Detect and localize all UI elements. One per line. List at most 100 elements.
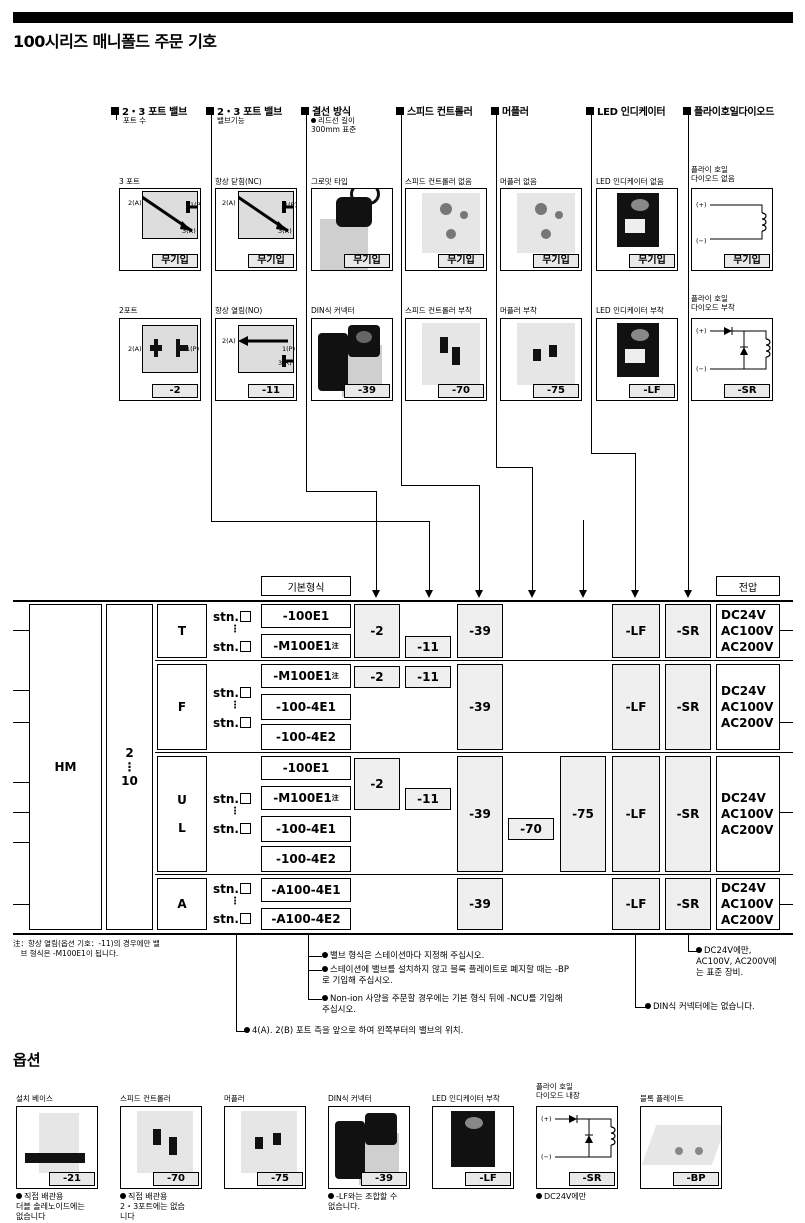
model-cell: -100E1 bbox=[261, 756, 351, 780]
stn-ul-1[interactable]: stn. bbox=[213, 792, 251, 806]
code-no-diode: 무기입 bbox=[724, 254, 770, 268]
code-3port: 무기입 bbox=[152, 254, 198, 268]
plus-terminal: (+) bbox=[696, 327, 707, 335]
code-din: -39 bbox=[344, 384, 390, 398]
option-code-diode: -SR bbox=[569, 1172, 615, 1186]
card-led: -LF bbox=[596, 318, 678, 401]
code-sr-cell: -SR bbox=[665, 664, 711, 750]
code-lf-cell: -LF bbox=[612, 756, 660, 872]
option-code-speed: -70 bbox=[153, 1172, 199, 1186]
code-lf-cell: -LF bbox=[612, 664, 660, 750]
coil-symbol bbox=[710, 204, 767, 240]
valve-3port-symbol bbox=[142, 195, 198, 233]
caption-no-muffler: 머플러 없음 bbox=[500, 177, 537, 186]
card-no-diode: (+) (−) 무기입 bbox=[691, 188, 773, 271]
model-cell: -A100-4E2 bbox=[261, 908, 351, 930]
caption-nc: 항상 닫힘(NC) bbox=[215, 177, 262, 186]
stn-ul-2[interactable]: stn. bbox=[213, 822, 251, 836]
option-card-led: -LF bbox=[432, 1106, 514, 1189]
code-speed: -70 bbox=[438, 384, 484, 398]
option-note-base: 직접 배관용 더블 솔레노이드에는 없습니다 bbox=[16, 1192, 85, 1221]
model-cell: -100-4E1 bbox=[261, 816, 351, 842]
port-p-label: 1(P) bbox=[190, 201, 201, 209]
page-title: 100시리즈 매니폴드 주문 기호 bbox=[13, 32, 217, 51]
stn-f-2[interactable]: stn. bbox=[213, 716, 251, 730]
option-code-block: -BP bbox=[673, 1172, 719, 1186]
stn-f-1[interactable]: stn. bbox=[213, 686, 251, 700]
footnote: 注：항상 열림(옵션 기호：-11)의 경우에만 밸 브 형식은 -M100E1… bbox=[13, 939, 160, 958]
note-3: Non-ion 사양을 주문할 경우에는 기본 형식 뒤에 -NCU를 기입해 … bbox=[322, 994, 563, 1015]
plus-terminal: (+) bbox=[541, 1115, 552, 1123]
code-no: -11 bbox=[248, 384, 294, 398]
option-code-din: -39 bbox=[361, 1172, 407, 1186]
option-note-din: -LF와는 조합할 수 없습니다. bbox=[328, 1192, 398, 1211]
minus-terminal: (−) bbox=[541, 1153, 552, 1161]
group-a: A bbox=[157, 878, 207, 930]
note-5: DIN식 커넥터에는 없습니다. bbox=[645, 1002, 755, 1013]
caption-led: LED 인디케이터 부착 bbox=[596, 306, 664, 315]
header-port-count: 2・3 포트 밸브 bbox=[111, 103, 187, 118]
option-note-speed: 직접 배관용 2・3포트에는 없습 니다 bbox=[120, 1192, 185, 1221]
card-no-muffler: 무기입 bbox=[500, 188, 582, 271]
plus-terminal: (+) bbox=[696, 201, 707, 209]
code-grommet: 무기입 bbox=[344, 254, 390, 268]
model-cell: -100-4E2 bbox=[261, 724, 351, 750]
group-f: F bbox=[157, 664, 207, 750]
port-r-label: 3(R) bbox=[278, 359, 292, 367]
port-a-label: 2(A) bbox=[128, 345, 142, 353]
caption-no: 항상 열림(NO) bbox=[215, 306, 263, 315]
card-muffler: -75 bbox=[500, 318, 582, 401]
stations-cell: 2 ⋮ 10 bbox=[106, 604, 153, 930]
card-diode: (+) (−) -SR bbox=[691, 318, 773, 401]
valve-nc-symbol bbox=[238, 195, 294, 233]
port-p-label: 1(P) bbox=[284, 201, 297, 209]
port-p-label: 1(P) bbox=[282, 345, 296, 353]
voltage-label: 전압 bbox=[716, 576, 780, 596]
note-4: 4(A). 2(B) 포트 측을 앞으로 하여 왼쪽부터의 밸브의 위치. bbox=[244, 1026, 463, 1037]
option-note-diode: DC24V에만 bbox=[536, 1192, 586, 1202]
caption-grommet: 그로밋 타입 bbox=[311, 177, 348, 186]
option-card-block: -BP bbox=[640, 1106, 722, 1189]
valve-no-symbol bbox=[238, 336, 294, 367]
code-70-cell: -70 bbox=[508, 818, 554, 840]
code-2port: -2 bbox=[152, 384, 198, 398]
note-2: 스테이션에 밸브를 설치하지 않고 블록 플레이트로 폐지할 때는 -BP 로 … bbox=[322, 965, 569, 986]
option-card-din: -39 bbox=[328, 1106, 410, 1189]
option-card-diode: (+) (−) -SR bbox=[536, 1106, 618, 1189]
minus-terminal: (−) bbox=[696, 365, 707, 373]
stn-a-1[interactable]: stn. bbox=[213, 882, 251, 896]
port-a-label: 2(A) bbox=[128, 199, 142, 207]
code-2-cell: -2 bbox=[354, 758, 400, 810]
model-cell: -100E1 bbox=[261, 604, 351, 628]
card-din: -39 bbox=[311, 318, 393, 401]
caption-speed: 스피드 컨트롤러 부착 bbox=[405, 306, 472, 315]
group-t: T bbox=[157, 604, 207, 658]
header-valve-function: 2・3 포트 밸브 bbox=[206, 103, 282, 118]
code-no-muffler: 무기입 bbox=[533, 254, 579, 268]
stn-a-2[interactable]: stn. bbox=[213, 912, 251, 926]
caption-muffler: 머플러 부착 bbox=[500, 306, 537, 315]
port-r-label: 3(R) bbox=[278, 227, 292, 235]
caption-no-speed: 스피드 컨트롤러 없음 bbox=[405, 177, 472, 186]
code-2-cell: -2 bbox=[354, 604, 400, 658]
card-no: 2(A) 1(P) 3(R) -11 bbox=[215, 318, 297, 401]
model-cell: -A100-4E1 bbox=[261, 878, 351, 902]
port-a-label: 2(A) bbox=[222, 199, 236, 207]
option-caption-speed: 스피드 컨트롤러 bbox=[120, 1094, 171, 1103]
code-75-cell: -75 bbox=[560, 756, 606, 872]
caption-no-diode: 플라이 호일 다이오드 없음 bbox=[691, 165, 735, 183]
stn-t-1[interactable]: stn. bbox=[213, 610, 251, 624]
code-diode: -SR bbox=[724, 384, 770, 398]
header-led: LED 인디케이터 bbox=[586, 103, 666, 118]
code-lf-cell: -LF bbox=[612, 878, 660, 930]
stn-t-2[interactable]: stn. bbox=[213, 640, 251, 654]
header-wiring: 결선 방식 bbox=[301, 103, 351, 118]
header-speed-controller: 스피드 컨트롤러 bbox=[396, 103, 473, 118]
note-1: 밸브 형식은 스테이션마다 지정해 주십시오. bbox=[322, 951, 484, 962]
option-code-muffler: -75 bbox=[257, 1172, 303, 1186]
caption-3port: 3 포트 bbox=[119, 177, 140, 186]
